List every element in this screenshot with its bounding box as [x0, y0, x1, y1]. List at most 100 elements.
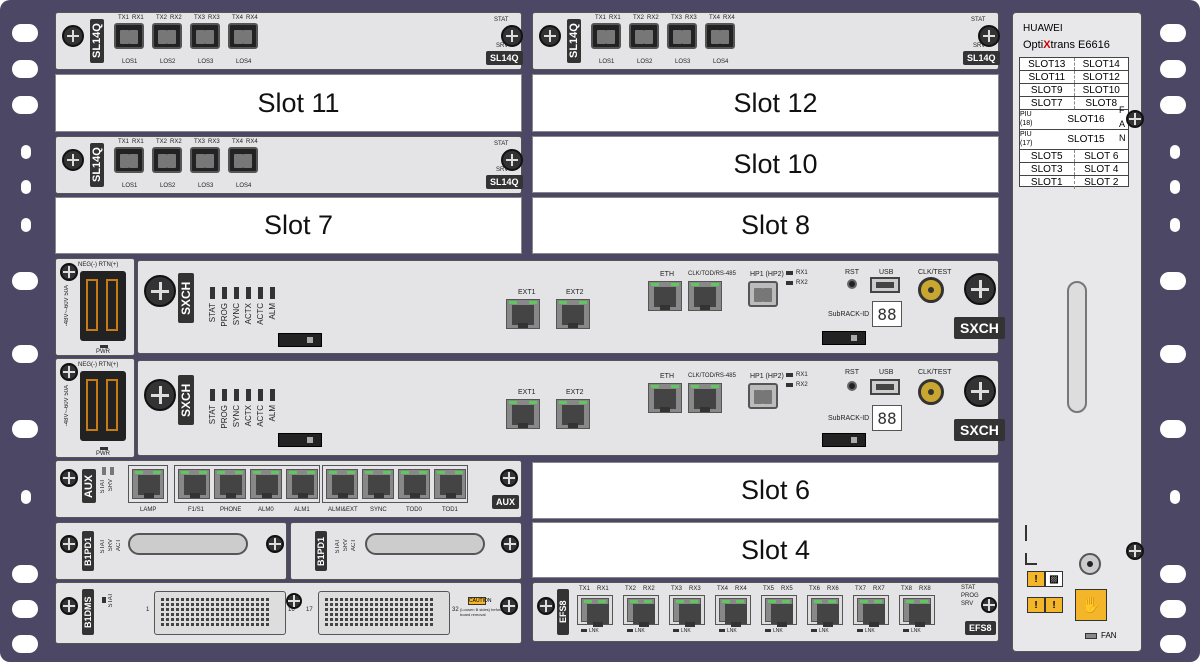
- hp-optical-port[interactable]: [748, 281, 778, 307]
- captive-screw[interactable]: [500, 597, 518, 615]
- captive-screw[interactable]: [501, 535, 519, 553]
- empty-slot-11[interactable]: Slot 11: [55, 74, 522, 132]
- lamp-port[interactable]: [132, 469, 164, 499]
- optical-port-4[interactable]: [705, 23, 735, 49]
- empty-slot-12[interactable]: Slot 12: [532, 74, 999, 132]
- optical-port-1[interactable]: [591, 23, 621, 49]
- empty-slot-4[interactable]: Slot 4: [532, 522, 999, 578]
- phone-port[interactable]: [214, 469, 246, 499]
- captive-screw[interactable]: [500, 469, 518, 487]
- captive-screw[interactable]: [501, 149, 523, 171]
- ethernet-port-6[interactable]: [807, 595, 843, 627]
- captive-screw[interactable]: [1126, 110, 1144, 128]
- ethernet-port-8[interactable]: [899, 595, 935, 627]
- optical-port-2[interactable]: [152, 23, 182, 49]
- power-terminal[interactable]: [80, 371, 126, 441]
- ethernet-port-4[interactable]: [715, 595, 751, 627]
- usb-port[interactable]: [870, 277, 900, 293]
- optical-port-4[interactable]: [228, 147, 258, 173]
- ethernet-port-7[interactable]: [853, 595, 889, 627]
- captive-screw[interactable]: [60, 263, 78, 281]
- captive-screw[interactable]: [60, 469, 78, 487]
- captive-screw[interactable]: [266, 535, 284, 553]
- captive-screw[interactable]: [978, 25, 1000, 47]
- sxch-board-upper[interactable]: SXCH STAT PROG SYNC ACTX ACTC ALM EXT1 E…: [137, 260, 1005, 354]
- aux-board[interactable]: AUX STAT SRV LAMP F1/S1 PHONE ALM0 ALM1 …: [55, 460, 522, 518]
- captive-screw[interactable]: [144, 275, 176, 307]
- captive-screw[interactable]: [501, 25, 523, 47]
- empty-slot-8[interactable]: Slot 8: [532, 197, 999, 254]
- captive-screw[interactable]: [539, 25, 561, 47]
- sl14q-board-slot9[interactable]: SL14Q TX1 RX1 TX2 RX2 TX3 RX3 TX4 RX4 LO…: [55, 136, 523, 194]
- captive-screw[interactable]: [964, 273, 996, 305]
- reset-button[interactable]: [847, 381, 857, 391]
- eth-port[interactable]: [648, 383, 682, 413]
- ext2-port[interactable]: [556, 299, 590, 329]
- clk-test-connector[interactable]: [918, 379, 944, 405]
- sync-port[interactable]: [362, 469, 394, 499]
- board-handle[interactable]: [128, 533, 248, 555]
- fan-handle[interactable]: [1067, 281, 1087, 413]
- fan-latch[interactable]: [1079, 553, 1101, 575]
- captive-screw[interactable]: [60, 535, 78, 553]
- optical-port-1[interactable]: [114, 23, 144, 49]
- ext1-port[interactable]: [506, 399, 540, 429]
- ejector-lever[interactable]: [822, 433, 866, 447]
- ext2-port[interactable]: [556, 399, 590, 429]
- signal-connector-2[interactable]: [318, 591, 450, 635]
- alm1-port[interactable]: [286, 469, 318, 499]
- captive-screw[interactable]: [60, 363, 78, 381]
- ejector-lever[interactable]: [278, 333, 322, 347]
- sl14q-board-slot13[interactable]: SL14Q TX1 RX1 TX2 RX2 TX3 RX3 TX4 RX4 LO…: [55, 12, 523, 70]
- b1pd1-board-2[interactable]: B1PD1 STAT SRV ACT: [290, 522, 522, 580]
- empty-slot-10[interactable]: Slot 10: [532, 136, 999, 193]
- power-terminal[interactable]: [80, 271, 126, 341]
- ext1-port[interactable]: [506, 299, 540, 329]
- ejector-lever[interactable]: [822, 331, 866, 345]
- piu-power-board-17[interactable]: NEG(-) RTN(+) -48V~-60V 50A PWR: [55, 358, 135, 458]
- captive-screw[interactable]: [1126, 542, 1144, 560]
- clk-test-connector[interactable]: [918, 277, 944, 303]
- captive-screw[interactable]: [62, 25, 84, 47]
- optical-port-2[interactable]: [629, 23, 659, 49]
- captive-screw[interactable]: [144, 379, 176, 411]
- captive-screw[interactable]: [537, 597, 555, 615]
- captive-screw[interactable]: [62, 149, 84, 171]
- captive-screw[interactable]: [286, 593, 302, 609]
- eth-port[interactable]: [648, 281, 682, 311]
- hp-optical-port[interactable]: [748, 383, 778, 409]
- optical-port-3[interactable]: [667, 23, 697, 49]
- usb-port[interactable]: [870, 379, 900, 395]
- ethernet-port-1[interactable]: [577, 595, 613, 627]
- captive-screw[interactable]: [964, 375, 996, 407]
- alm0-port[interactable]: [250, 469, 282, 499]
- board-handle[interactable]: [365, 533, 485, 555]
- ethernet-port-2[interactable]: [623, 595, 659, 627]
- tod0-port[interactable]: [398, 469, 430, 499]
- ethernet-port-5[interactable]: [761, 595, 797, 627]
- clk-tod-port[interactable]: [688, 383, 722, 413]
- reset-button[interactable]: [847, 279, 857, 289]
- optical-port-3[interactable]: [190, 147, 220, 173]
- almi-ext-port[interactable]: [326, 469, 358, 499]
- captive-screw[interactable]: [60, 597, 78, 615]
- optical-port-1[interactable]: [114, 147, 144, 173]
- f1-s1-port[interactable]: [178, 469, 210, 499]
- empty-slot-6[interactable]: Slot 6: [532, 462, 999, 519]
- optical-port-4[interactable]: [228, 23, 258, 49]
- tod1-port[interactable]: [434, 469, 466, 499]
- optical-port-2[interactable]: [152, 147, 182, 173]
- empty-slot-7[interactable]: Slot 7: [55, 197, 522, 254]
- sxch-board-lower[interactable]: SXCH STAT PROG SYNC ACTX ACTC ALM EXT1 E…: [137, 360, 1005, 456]
- ejector-lever[interactable]: [278, 433, 322, 447]
- b1pd1-board-1[interactable]: B1PD1 STAT SRV ACT: [55, 522, 287, 580]
- b1dms-board[interactable]: B1DMS STAT 1 16 17 32 CAUTION (Loosen B …: [55, 582, 522, 644]
- sl14q-board-slot14[interactable]: SL14Q TX1 RX1 TX2 RX2 TX3 RX3 TX4 RX4 LO…: [532, 12, 1000, 70]
- ethernet-port-3[interactable]: [669, 595, 705, 627]
- clk-tod-port[interactable]: [688, 281, 722, 311]
- piu-power-board-18[interactable]: NEG(-) RTN(+) -48V~-60V 50A PWR: [55, 258, 135, 356]
- optical-port-3[interactable]: [190, 23, 220, 49]
- signal-connector-1[interactable]: [154, 591, 286, 635]
- captive-screw[interactable]: [981, 597, 997, 613]
